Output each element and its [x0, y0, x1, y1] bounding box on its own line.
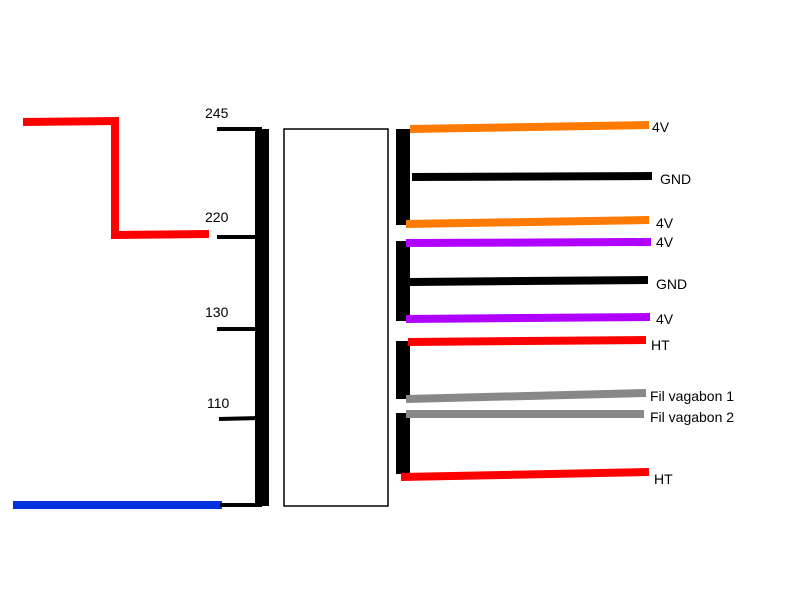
output-wire-4v-purple-1 — [405, 238, 652, 247]
primary-tap-110 — [218, 416, 263, 421]
output-label-ht-2: HT — [654, 471, 673, 487]
tap-label-130: 130 — [205, 304, 229, 320]
secondary-winding-2 — [396, 241, 410, 321]
output-label-4v-4: 4V — [656, 311, 674, 327]
output-wire-ht-2 — [400, 468, 650, 481]
output-label-4v-3: 4V — [656, 234, 674, 250]
secondary-winding-3 — [396, 341, 410, 399]
output-label-gnd-2: GND — [656, 276, 687, 292]
output-label-4v-2: 4V — [656, 215, 674, 231]
tap-label-110: 110 — [207, 395, 230, 411]
output-wire-4v-purple-2 — [405, 313, 651, 323]
output-label-gnd-1: GND — [660, 171, 691, 187]
output-label-filament-2: Fil vagabon 2 — [650, 409, 734, 425]
output-label-filament-1: Fil vagabon 1 — [650, 388, 734, 404]
mains-live-wire — [22, 116, 210, 240]
tap-label-220: 220 — [205, 209, 229, 225]
output-wire-4v-orange-1 — [409, 121, 650, 133]
output-wire-filament-1 — [405, 389, 647, 403]
output-wire-gnd-1 — [411, 172, 653, 181]
primary-winding-bar — [255, 129, 269, 506]
transformer-core — [283, 128, 389, 507]
output-wire-4v-orange-2 — [405, 216, 650, 228]
output-label-ht-1: HT — [651, 337, 670, 353]
output-wire-ht-1 — [407, 336, 647, 346]
secondary-winding-1 — [396, 129, 410, 225]
output-label-4v-1: 4V — [652, 119, 670, 135]
output-wire-gnd-2 — [409, 276, 649, 286]
secondary-winding-4 — [396, 413, 410, 474]
tap-label-245: 245 — [205, 105, 229, 121]
